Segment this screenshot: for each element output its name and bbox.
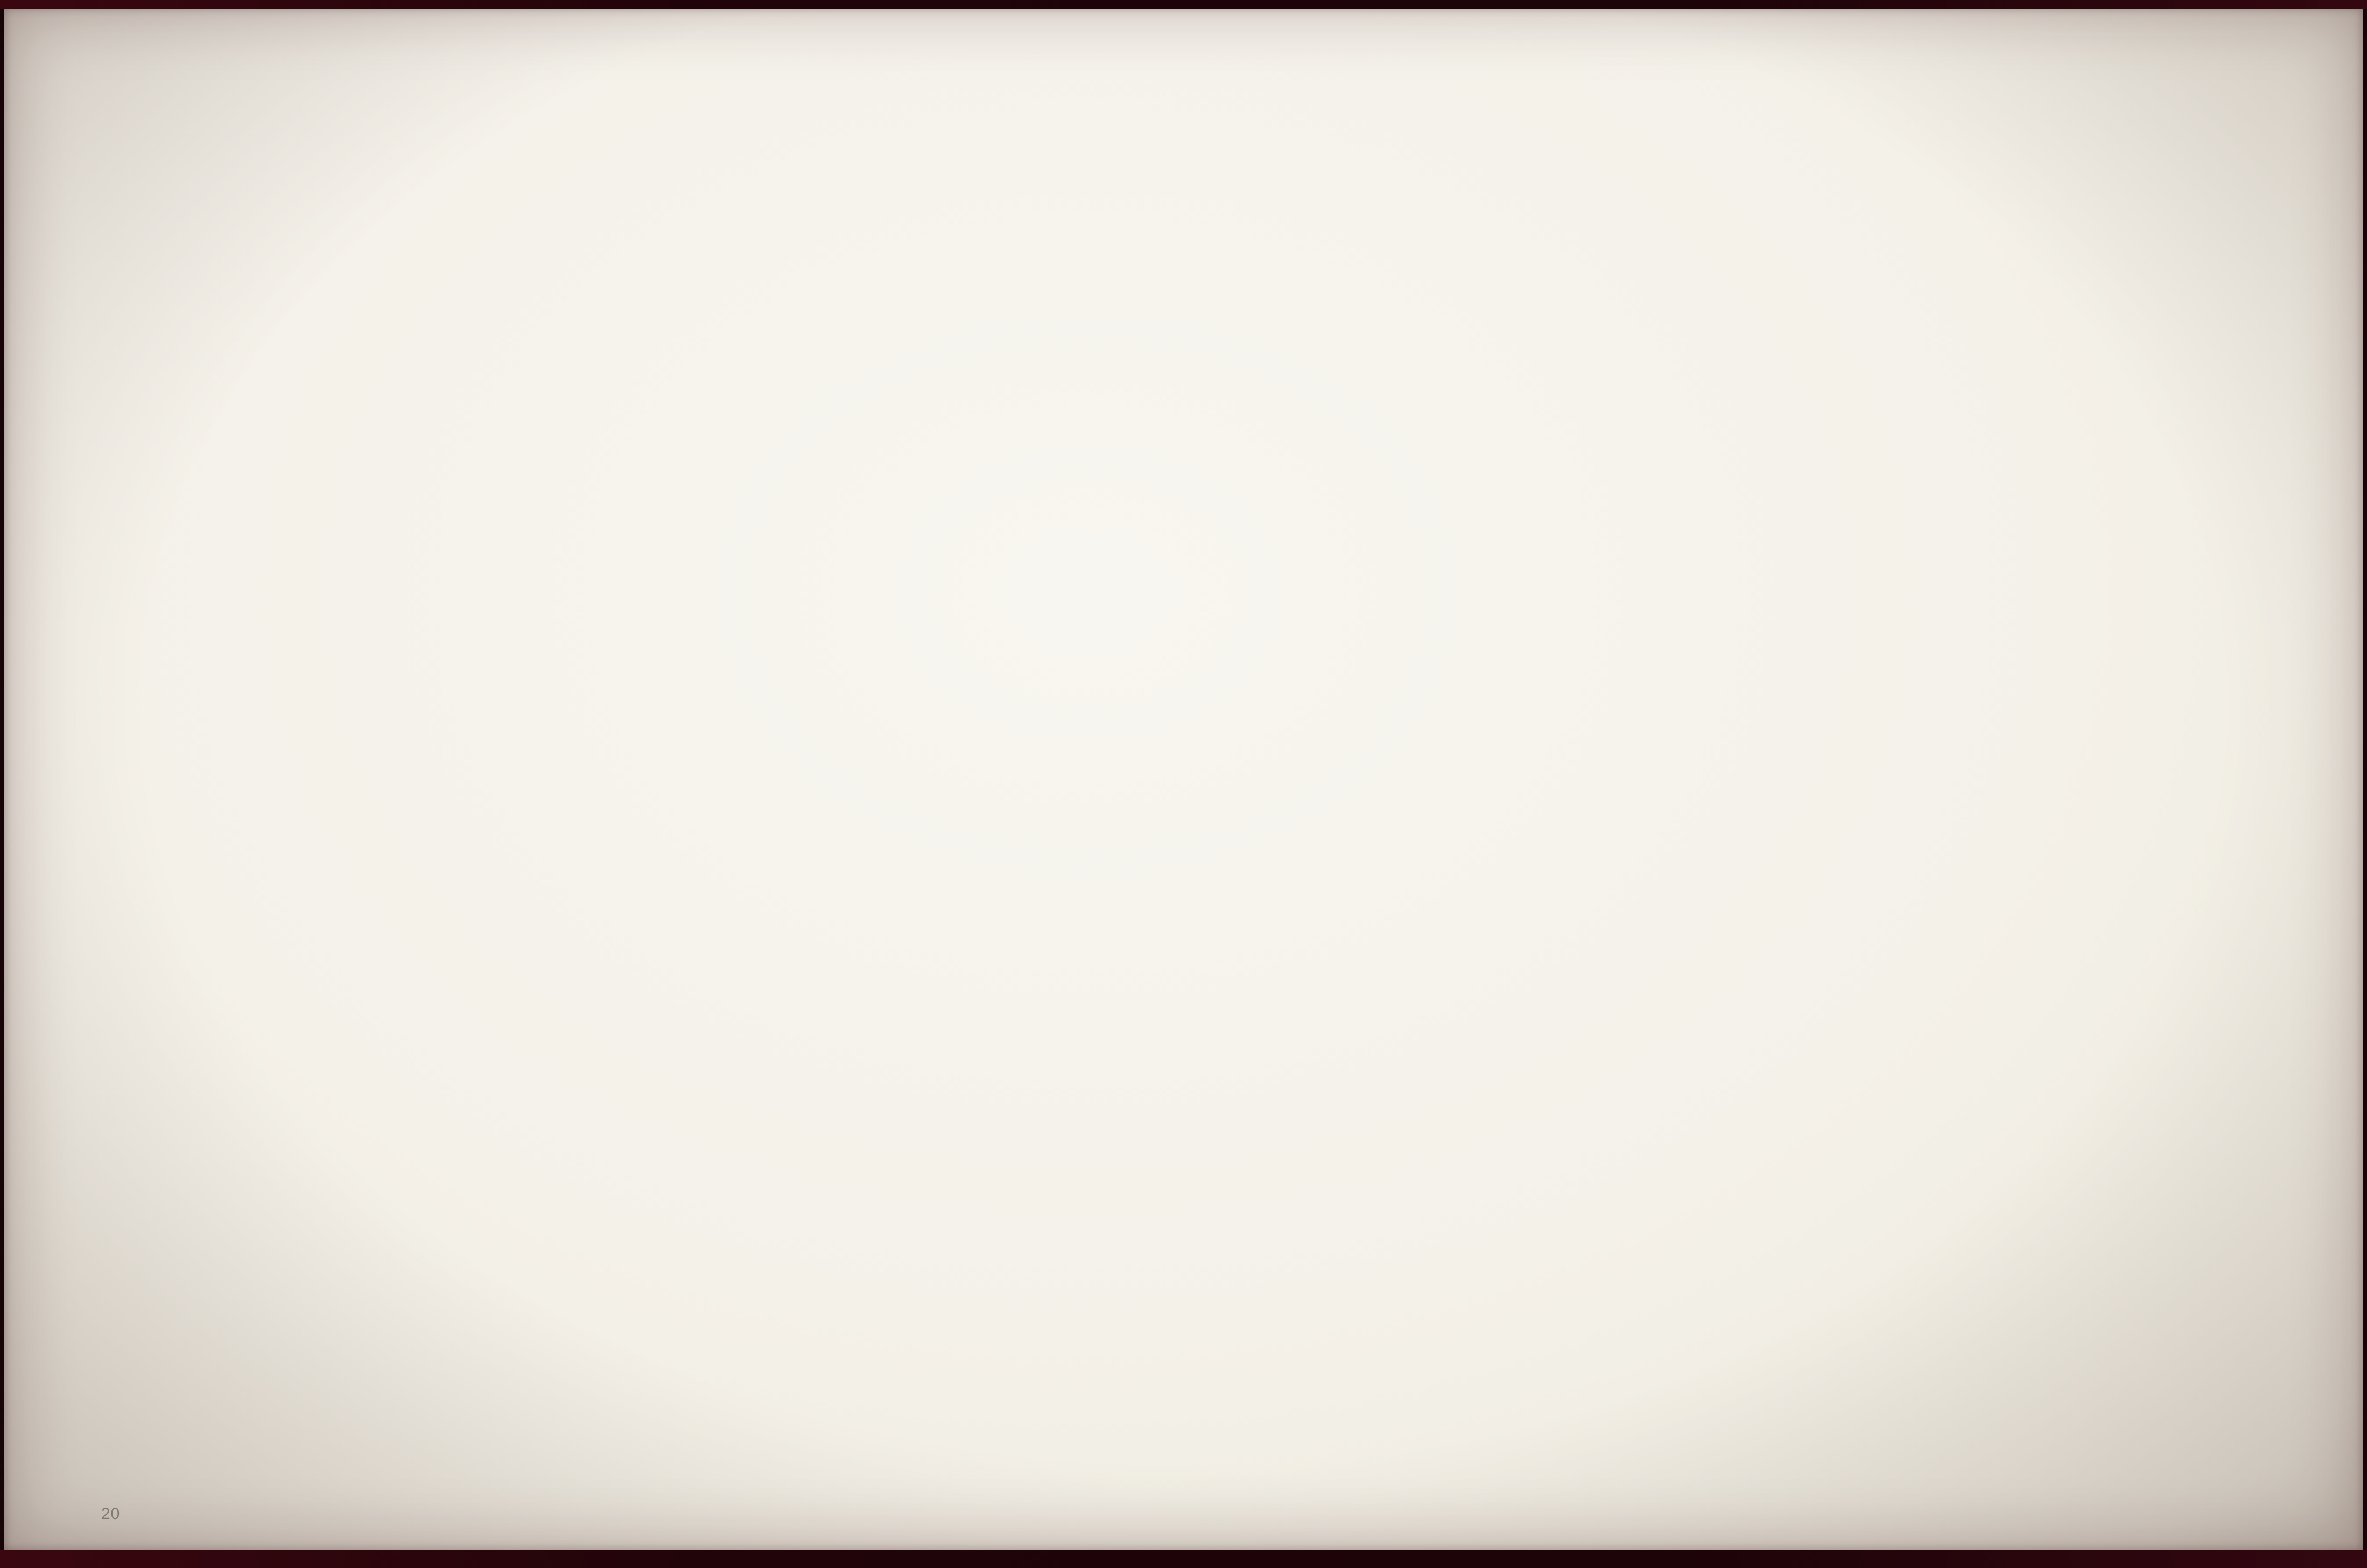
photo-frame-bottom xyxy=(0,1550,2367,1568)
photo-frame-top xyxy=(0,0,2367,9)
page-number: 20 xyxy=(101,1505,121,1523)
slide-paper xyxy=(4,8,2363,1551)
